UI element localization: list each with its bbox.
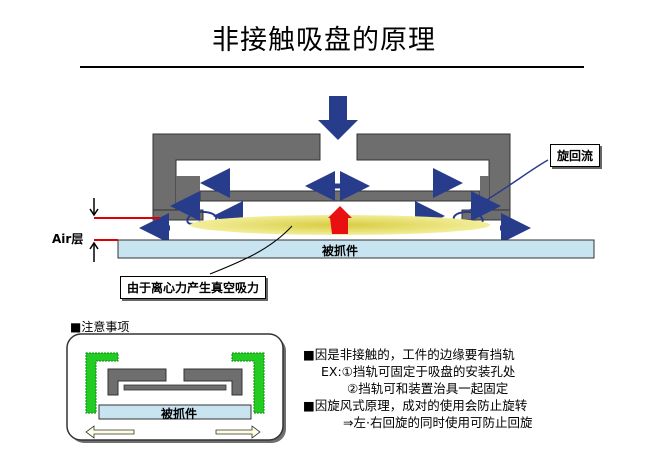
guide-rail-inset [66,333,286,443]
air-layer-markers [89,198,160,262]
suction-force-arrow [328,206,352,234]
suction-cup-body [152,133,511,221]
notes-list: ■因是非接触的，工件的边缘要有挡轨 EX:①挡轨可固定于吸盘的安装孔处 ②挡轨可… [303,346,532,431]
note-line-3: ②挡轨可和装置治具一起固定 [347,381,509,396]
air-layer-label: Air层 [52,232,84,246]
centrifugal-leader [209,225,293,275]
notes-heading: ■注意事项 [70,320,130,334]
page-title: 非接触吸盘的原理 [212,25,436,56]
swirl-label: 旋回流 [550,144,601,167]
centrifugal-label: 由于离心力产生真空吸力 [120,276,267,299]
note-line-5: ⇒左·右回旋的同时使用可防止回旋 [343,415,533,430]
note-line-4: ■因旋风式原理，成对的使用会防止旋转 [303,398,528,413]
inset-workpiece-label: 被抓件 [160,407,197,421]
title-underline [80,66,584,68]
note-line-2: EX:①挡轨可固定于吸盘的安装孔处 [321,364,516,379]
workpiece-bar [117,239,595,259]
air-inlet-arrow [318,96,358,140]
internal-flow-arrows [139,168,531,243]
workpiece-label: 被抓件 [321,244,358,258]
note-line-1: ■因是非接触的，工件的边缘要有挡轨 [303,347,515,362]
